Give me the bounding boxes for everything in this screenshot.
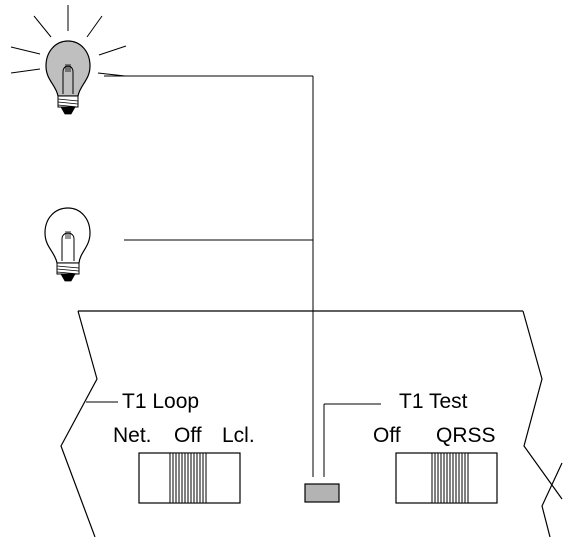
t1-loop-switch[interactable] (138, 452, 241, 504)
t1-test-pos-qrss: QRSS (436, 424, 496, 447)
t1-loop-pos-net: Net. (113, 424, 152, 447)
t1-test-switch-lever (431, 452, 469, 504)
t1-test-title: T1 Test (399, 390, 468, 413)
lamp-1-bulb-icon (45, 40, 91, 115)
front-panel-outline (60, 310, 563, 537)
lamp-2-glass (44, 207, 91, 264)
t1-loop-pos-off: Off (174, 424, 202, 447)
connector-lines (104, 75, 314, 477)
lamp-2-bulb-icon (44, 207, 91, 282)
t1-loop-title: T1 Loop (122, 390, 199, 413)
lamp-1-tip (60, 106, 76, 115)
t1-test-pos-off: Off (373, 424, 401, 447)
front-panel-right-tail (541, 462, 563, 537)
lamp-2-tip (60, 273, 76, 282)
t1-loop-pos-lcl: Lcl. (222, 424, 255, 447)
status-led (304, 483, 340, 503)
t1-test-switch[interactable] (395, 452, 498, 504)
t1-loop-switch-lever (169, 452, 207, 504)
